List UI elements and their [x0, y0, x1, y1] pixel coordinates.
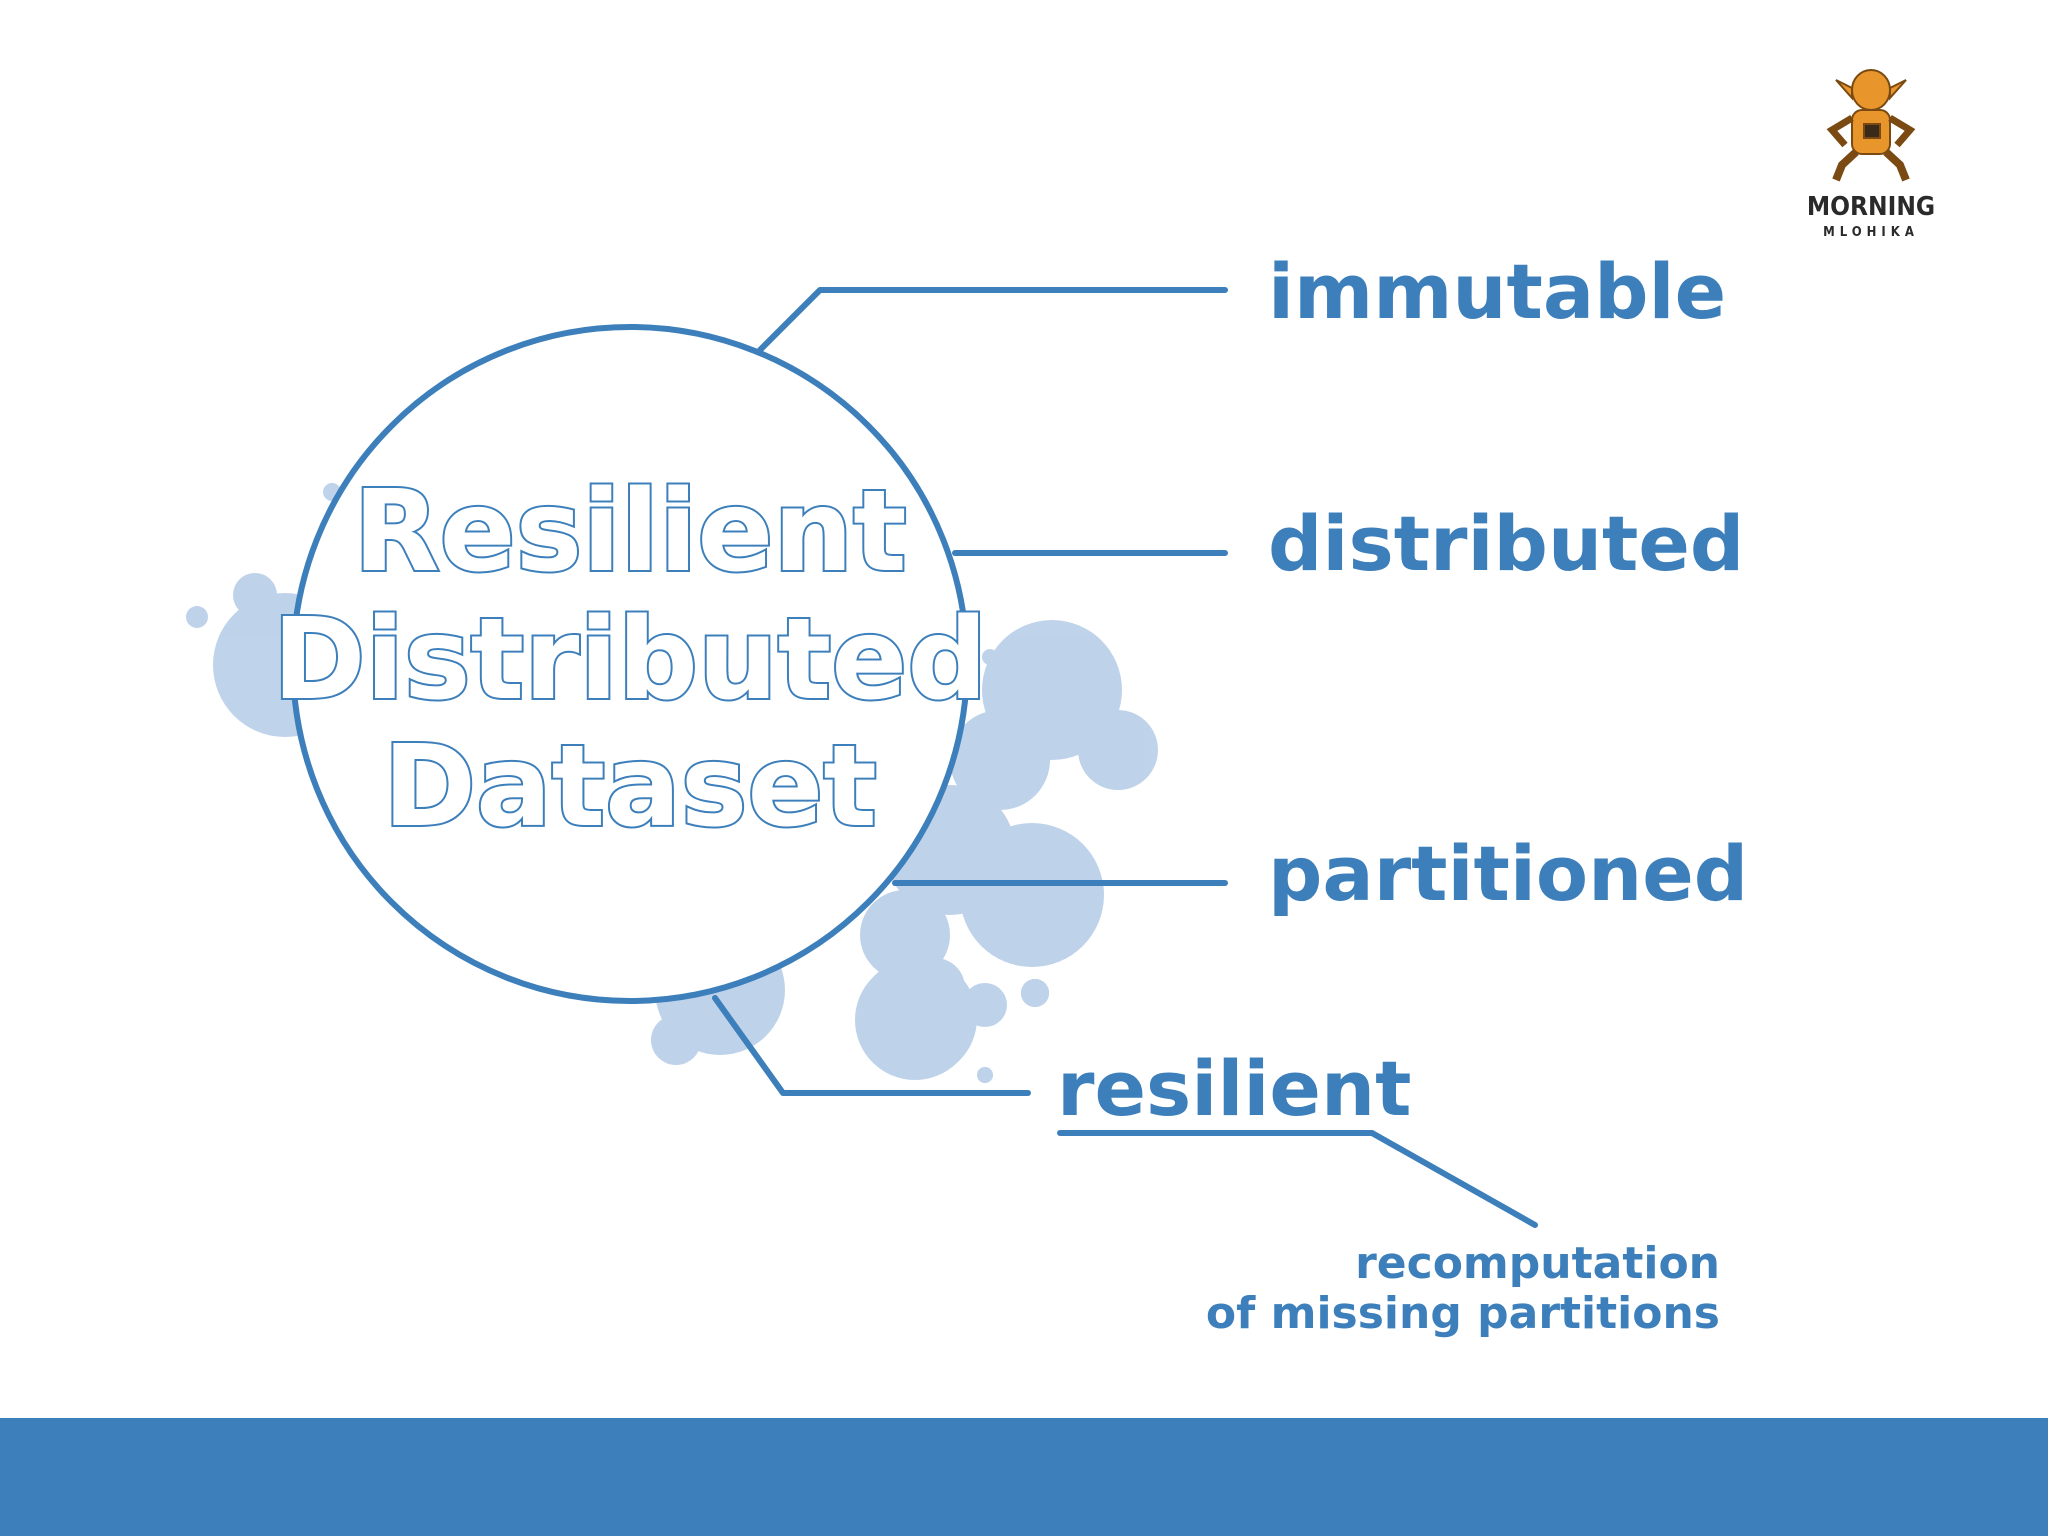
label-resilient: resilient	[1057, 1044, 1411, 1133]
title-line-2: Distributed	[273, 595, 988, 725]
title-line-3: Dataset	[383, 722, 877, 852]
bubble	[1021, 979, 1049, 1007]
logo-line-2: MLOHIKA	[1823, 225, 1919, 240]
rdd-circle	[290, 324, 970, 1004]
label-partitioned: partitioned	[1268, 829, 1748, 918]
bubble	[1078, 710, 1158, 790]
logo-line-1: MORNING	[1807, 192, 1935, 222]
connector-resilient	[712, 995, 1031, 1096]
label-immutable: immutable	[1268, 247, 1726, 336]
bubble	[874, 976, 958, 1060]
note-line-2: of missing partitions	[1206, 1288, 1720, 1339]
bubble	[950, 710, 1050, 810]
note-line-1: recomputation	[1355, 1238, 1720, 1289]
mascot-icon	[1826, 69, 1916, 182]
bubble	[860, 890, 950, 980]
connector-immutable	[757, 287, 1228, 353]
bubble	[977, 1067, 993, 1083]
bubble	[186, 606, 208, 628]
morning-mlohika-logo: MORNING MLOHIKA	[1807, 69, 1935, 240]
title-line-1: Resilient	[353, 467, 906, 597]
bubble	[233, 573, 277, 617]
bubble	[982, 649, 998, 665]
bubble	[651, 1015, 701, 1065]
connector-resilient-note	[1057, 1130, 1538, 1228]
label-distributed: distributed	[1268, 499, 1744, 588]
footer-bar	[0, 1418, 2048, 1536]
